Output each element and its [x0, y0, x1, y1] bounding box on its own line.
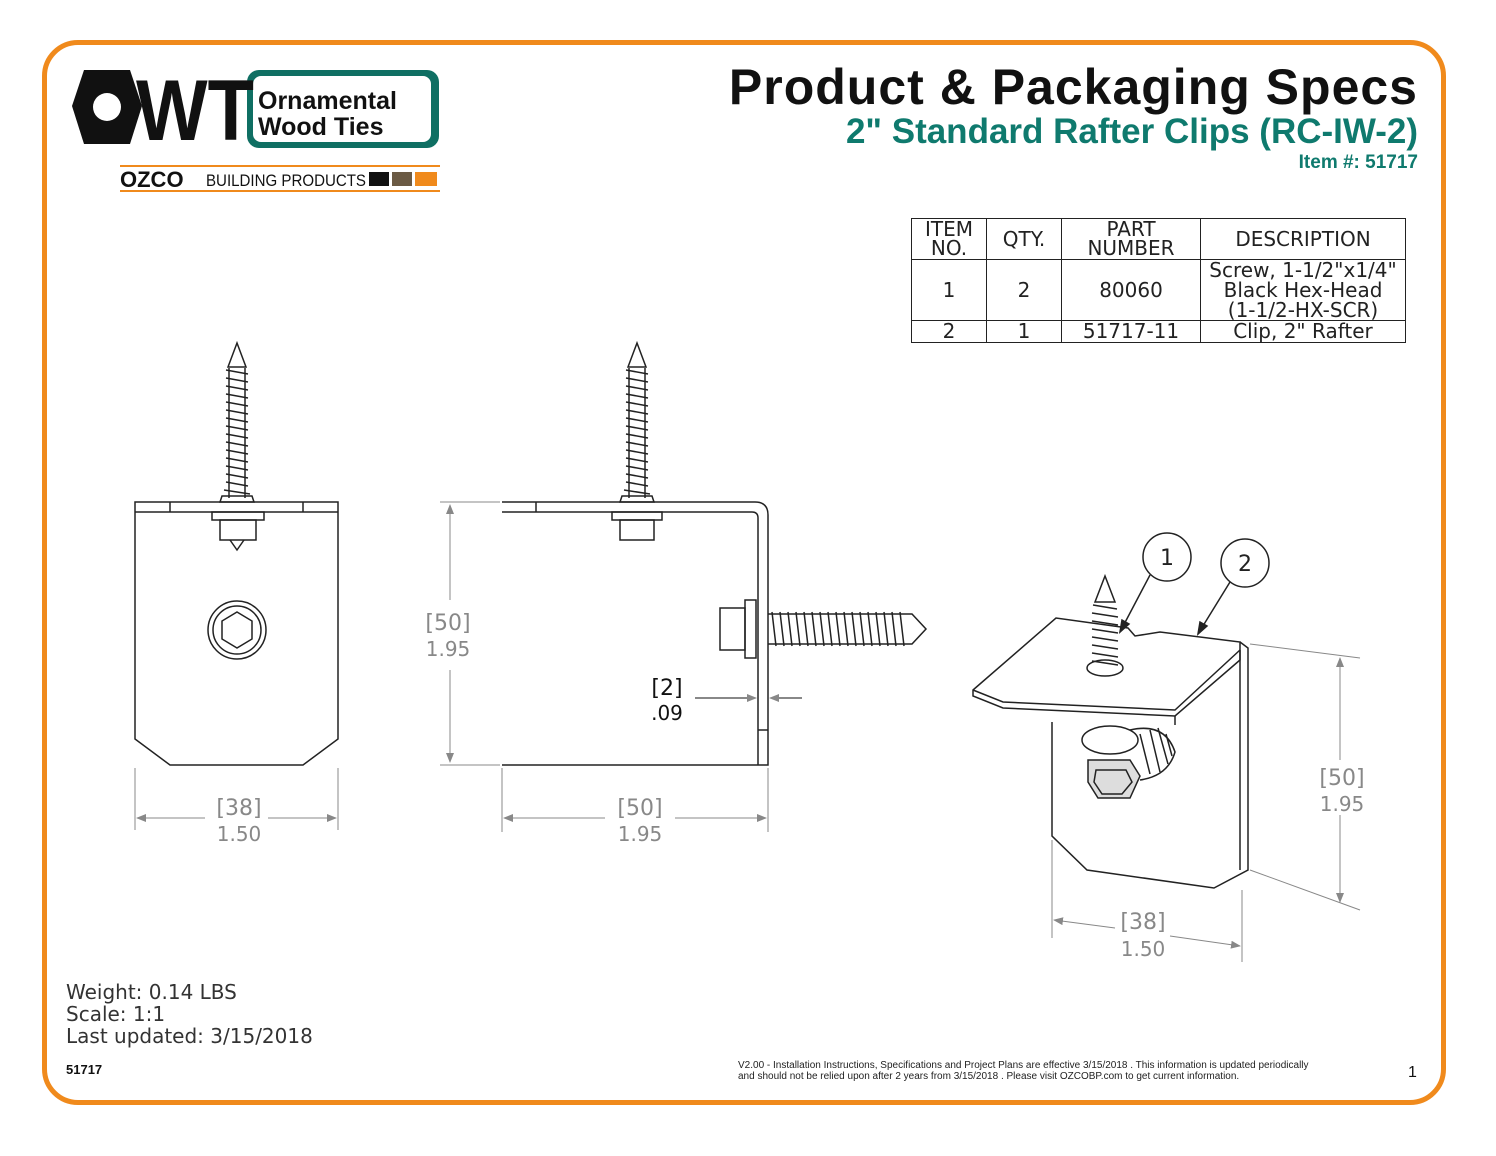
dim-front-width-mm: [38] — [216, 796, 261, 821]
page-border — [42, 40, 1446, 1105]
front-clip-outline — [134, 501, 339, 766]
item-number: Item #: 51717 — [1298, 152, 1418, 173]
drawing-meta: Weight: 0.14 LBS Scale: 1:1 Last updated… — [66, 981, 313, 1047]
iso-side-screw — [1081, 725, 1176, 799]
logo-line2: Wood Ties — [258, 113, 383, 141]
logo-wt-letters: WT — [136, 66, 254, 159]
dim-side-width — [501, 768, 769, 832]
dim-iso-width — [1051, 840, 1243, 962]
front-view: [38] 1.50 — [134, 340, 339, 846]
weight-text: Weight: 0.14 LBS — [66, 980, 237, 1004]
dim-side-width-mm: [50] — [617, 796, 662, 821]
dim-side-height — [440, 501, 500, 766]
dim-iso-height-mm: [50] — [1319, 766, 1364, 791]
balloon-2-label: 2 — [1238, 552, 1252, 577]
dim-iso-width-in: 1.50 — [1121, 937, 1166, 961]
iso-top-screw — [1086, 573, 1124, 677]
dim-iso-height — [1249, 643, 1361, 911]
dim-iso-height-in: 1.95 — [1320, 792, 1365, 816]
scale-text: Scale: 1:1 — [66, 1002, 166, 1026]
balloon-1-label: 1 — [1160, 546, 1174, 571]
side-clip-outline — [502, 501, 769, 766]
side-horizontal-screw — [719, 599, 928, 659]
bom-row: 1 2 80060 Screw, 1-1/2"x1/4"Black Hex-He… — [911, 259, 1406, 321]
dim-side-width-in: 1.95 — [618, 822, 663, 846]
balloon-2 — [1196, 538, 1270, 636]
page-title: Product & Packaging Specs — [728, 59, 1418, 115]
dim-iso-width-mm: [38] — [1120, 910, 1165, 935]
logo-building-products: BUILDING PRODUCTS — [206, 171, 366, 190]
owt-logo: WT Ornamental Wood Ties OZCO BUILDING PR… — [72, 66, 440, 192]
dim-front-width — [134, 768, 339, 830]
logo-line1: Ornamental — [258, 87, 397, 115]
side-view: [50] 1.95 [50] 1.95 [2] .09 — [425, 340, 928, 846]
side-top-screw — [611, 340, 663, 541]
dim-thickness-mm: [2] — [651, 676, 682, 701]
last-updated-text: Last updated: 3/15/2018 — [66, 1024, 313, 1048]
dim-side-height-in: 1.95 — [426, 637, 471, 661]
isometric-view: 1 2 [50] 1.95 [38] 1.50 — [972, 532, 1365, 962]
footer-disclaimer: V2.00 - Installation Instructions, Speci… — [738, 1060, 1309, 1082]
logo-ozco: OZCO — [120, 167, 184, 192]
dim-front-width-in: 1.50 — [217, 822, 262, 846]
front-hex-hole — [207, 600, 267, 660]
footer-item-number: 51717 — [66, 1062, 103, 1077]
title-block: Product & Packaging Specs 2" Standard Ra… — [729, 62, 1418, 172]
logo-white-tab — [253, 76, 431, 142]
product-subtitle: 2" Standard Rafter Clips (RC-IW-2) — [845, 112, 1418, 151]
balloon-1 — [1118, 532, 1192, 634]
page-number: 1 — [1408, 1064, 1417, 1081]
bom-row: 2 1 51717-11 Clip, 2" Rafter — [911, 320, 1406, 343]
dim-thickness-in: .09 — [651, 701, 683, 725]
front-screw — [218, 340, 256, 503]
dim-side-height-mm: [50] — [425, 611, 470, 636]
